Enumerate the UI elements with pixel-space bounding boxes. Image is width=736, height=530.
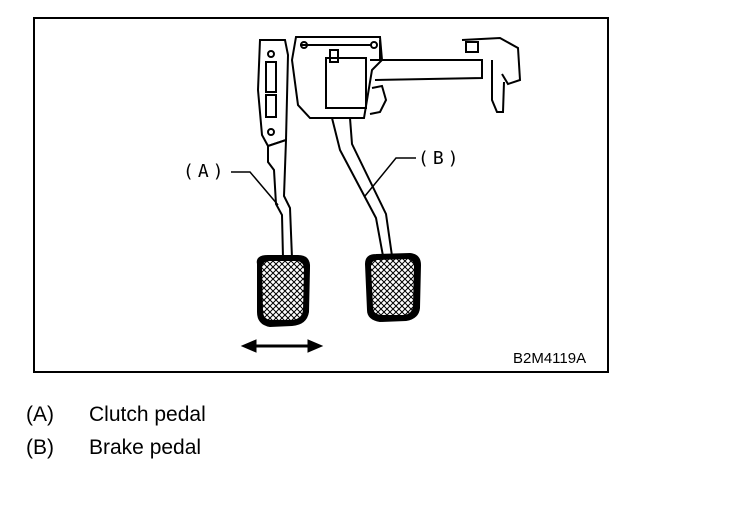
legend-text: Brake pedal — [89, 436, 202, 459]
brake-pedal — [330, 117, 422, 323]
figure-code: B2M4119A — [513, 350, 587, 367]
legend-key: (B) — [26, 436, 54, 459]
callout-label-a: (A) — [183, 161, 228, 182]
callout-leader-a — [231, 171, 279, 206]
clutch-pedal — [256, 138, 311, 328]
legend-key: (A) — [26, 403, 54, 426]
legend-text: Clutch pedal — [89, 403, 206, 426]
figure-frame — [33, 17, 609, 373]
callout-leader-b — [364, 157, 416, 197]
callout-leaders — [231, 157, 416, 206]
pedal-bracket — [256, 36, 522, 148]
double-arrow-icon — [240, 339, 324, 353]
callout-label-b: (B) — [418, 148, 463, 169]
